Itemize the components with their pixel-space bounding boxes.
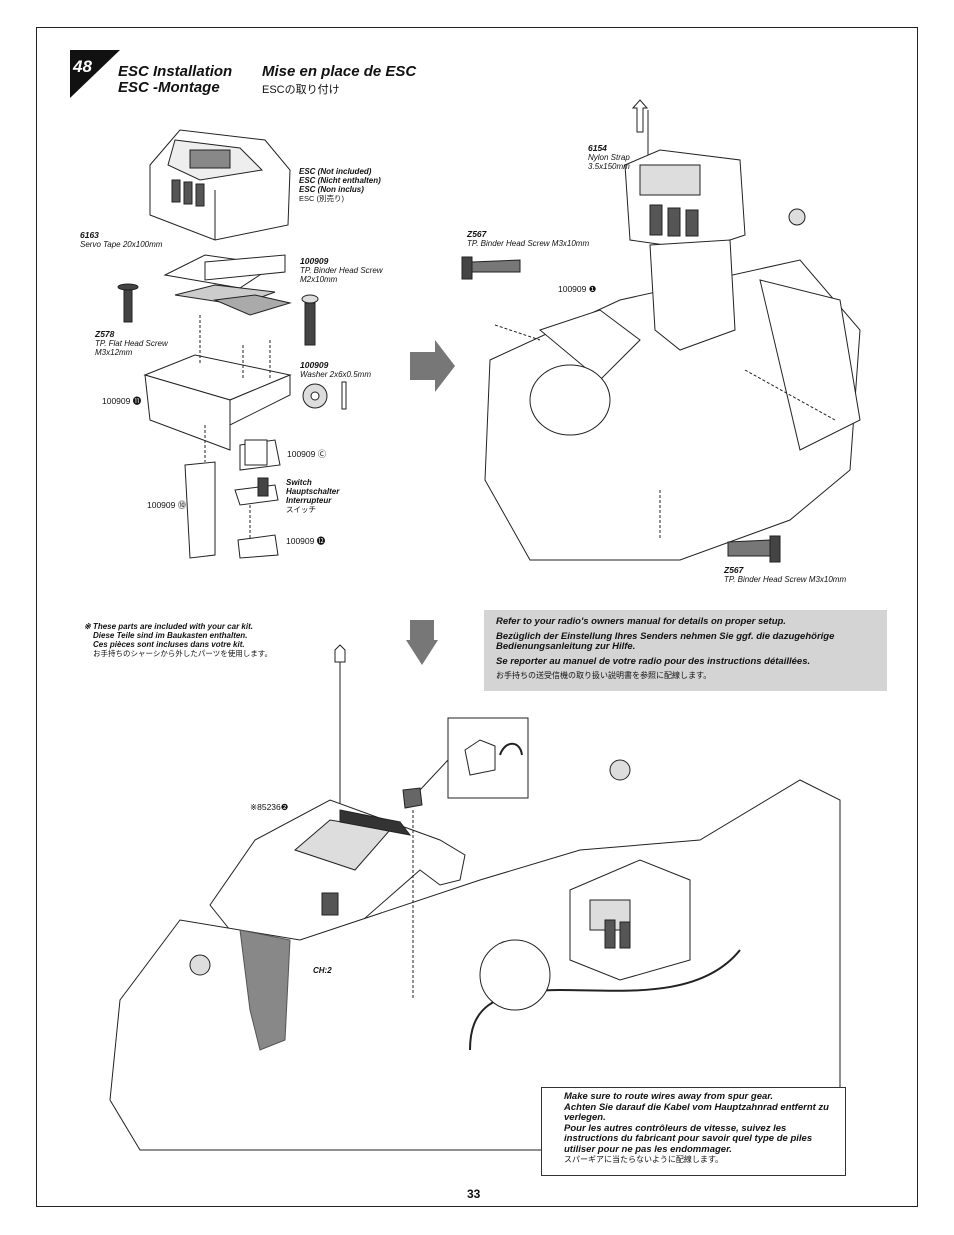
warning-en: Make sure to route wires away from spur … (564, 1091, 774, 1102)
wire-routing-warning: Make sure to route wires away from spur … (541, 1087, 846, 1176)
binder-screw-bottom-name: TP. Binder Head Screw M3x10mm (724, 575, 847, 584)
title-de: ESC -Montage (118, 79, 220, 96)
flat-screw-name: TP. Flat Head Screw (95, 339, 168, 348)
flat-screw-label: Z578 TP. Flat Head Screw M3x12mm (95, 329, 168, 358)
esc-unit-illustration (149, 129, 291, 241)
page-number: 33 (467, 1187, 481, 1201)
ref-100909-10: 100909 ⓾ (147, 500, 187, 510)
flat-screw-illustration (117, 283, 139, 323)
nylon-strap-name: Nylon Strap (588, 153, 630, 162)
kit-note-jp: お手持ちのシャーシから外したパーツを使用します。 (93, 649, 272, 658)
down-arrow (406, 620, 438, 665)
radio-note-fr: Se reporter au manuel de votre radio pou… (496, 655, 811, 667)
esc-label-jp: ESC (別売り) (299, 194, 344, 203)
ref-100909-c: 100909 Ⓒ (287, 449, 327, 459)
switch-label-jp: スイッチ (286, 505, 316, 514)
binder-screw-bottom-label: Z567 TP. Binder Head Screw M3x10mm (724, 565, 847, 585)
warning-fr: Pour les autres contrôleurs de vitesse, … (564, 1122, 813, 1155)
binder-screw-bottom-number: Z567 (724, 565, 744, 575)
washer-name: Washer 2x6x0.5mm (300, 370, 371, 379)
warning-de: Achten Sie darauf die Kabel vom Hauptzah… (564, 1101, 829, 1123)
esc-label-fr: ESC (Non inclus) (299, 185, 364, 194)
switch-label-en: Switch (286, 478, 312, 487)
title-en: ESC Installation (118, 63, 233, 80)
kit-note-de: Diese Teile sind im Baukasten enthalten. (93, 631, 248, 640)
step-number: 48 (73, 57, 92, 76)
ref-85236: ※85236❷ (250, 802, 289, 812)
servo-tape-name: Servo Tape 20x100mm (80, 240, 163, 249)
kit-note-en: ※ These parts are included with your car… (84, 622, 253, 631)
title-fr: Mise en place de ESC (262, 63, 417, 80)
radio-setup-note: Refer to your radio's owners manual for … (484, 610, 887, 691)
esc-label: ESC (Not included) ESC (Nicht enthalten)… (299, 167, 381, 203)
binder-screw-illustration (301, 294, 319, 346)
step-badge-shape (70, 50, 120, 98)
radio-note-en: Refer to your radio's owners manual for … (496, 616, 786, 627)
binder-screw-top-name: TP. Binder Head Screw M3x10mm (467, 239, 590, 248)
page-frame (36, 27, 918, 1207)
washer-number: 100909 (300, 360, 329, 370)
switch-label-de: Hauptschalter (286, 487, 340, 496)
switch-label-fr: Interrupteur (286, 496, 332, 505)
kit-note-fr: Ces pièces sont incluses dans votre kit. (93, 640, 245, 649)
radio-note-jp: お手持ちの送受信機の取り扱い説明書を参照に配線します。 (496, 671, 712, 680)
chassis-top-illustration (461, 110, 861, 563)
binder-screw-top-number: Z567 (467, 229, 487, 239)
switch-label: Switch Hauptschalter Interrupteur スイッチ (286, 478, 339, 514)
washer-label: 100909 Washer 2x6x0.5mm (300, 360, 371, 380)
esc-label-de: ESC (Nicht enthalten) (299, 176, 381, 185)
warning-jp: スパーギアに当たらないように配線します。 (564, 1155, 724, 1164)
nylon-strap-number: 6154 (588, 143, 607, 153)
ref-100909-12: 100909 ⓬ (286, 536, 326, 546)
binder-screw-m2-size: M2x10mm (300, 275, 338, 284)
esc-mount-illustration (143, 315, 292, 559)
esc-label-en: ESC (Not included) (299, 167, 372, 176)
kit-parts-note: ※ These parts are included with your car… (84, 622, 272, 658)
ref-100909-1: 100909 ❶ (558, 284, 597, 294)
binder-screw-m2-label: 100909 TP. Binder Head Screw M2x10mm (300, 256, 383, 285)
title-jp: ESCの取り付け (262, 84, 340, 96)
nylon-strap-label: 6154 Nylon Strap 3.5x150mm (588, 143, 630, 172)
binder-screw-m2-number: 100909 (300, 256, 329, 266)
washer-illustration (302, 381, 347, 410)
inset-detail (419, 717, 529, 799)
servo-tape-label: 6163 Servo Tape 20x100mm (80, 230, 163, 250)
right-arrow (410, 340, 455, 392)
up-arrow (631, 99, 649, 133)
servo-tape-illustration (163, 254, 292, 316)
flat-screw-number: Z578 (95, 329, 115, 339)
binder-screw-top-label: Z567 TP. Binder Head Screw M3x10mm (467, 229, 590, 249)
flat-screw-size: M3x12mm (95, 348, 133, 357)
ref-100909-11: 100909 ⓫ (102, 396, 142, 406)
servo-tape-number: 6163 (80, 230, 99, 240)
radio-note-de: Bezüglich der Einstellung Ihres Senders … (496, 630, 835, 652)
nylon-strap-size: 3.5x150mm (588, 162, 630, 171)
channel-label: CH:2 (313, 966, 332, 975)
chassis-bottom-illustration (109, 644, 841, 1151)
binder-screw-m2-name: TP. Binder Head Screw (300, 266, 383, 275)
